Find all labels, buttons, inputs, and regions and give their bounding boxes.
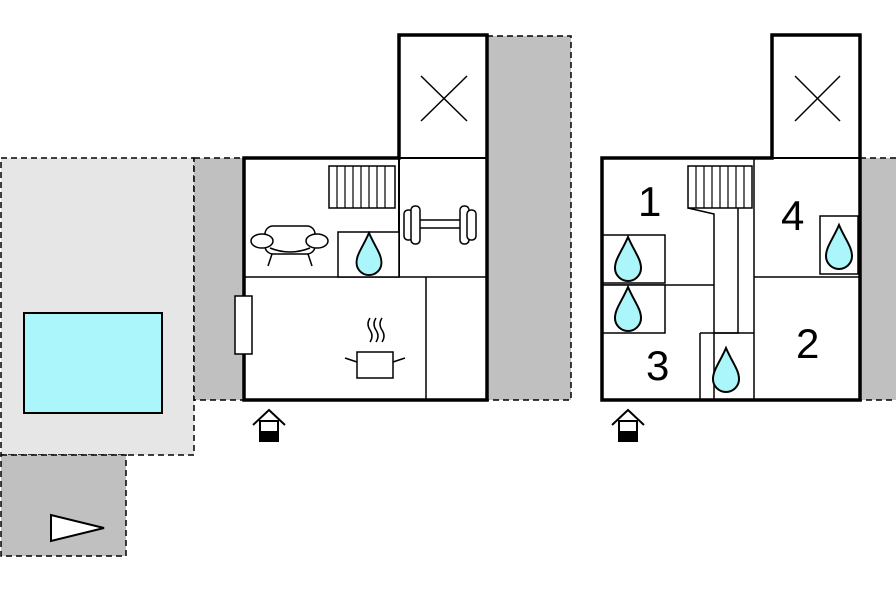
- room-number-3: 3: [646, 342, 669, 389]
- entrance-icon: [252, 409, 286, 442]
- cooking-pot-icon: [344, 317, 406, 379]
- room-number-4: 4: [781, 192, 804, 239]
- parking-area: [0, 454, 127, 557]
- stairs-icon: [687, 165, 753, 209]
- terrace-far-right: [859, 157, 896, 401]
- ground-floor-plan: [234, 33, 489, 442]
- terrace-left-strip: [193, 157, 245, 401]
- room-number-2: 2: [796, 320, 819, 367]
- stairs-icon: [328, 165, 396, 209]
- room-number-1: 1: [638, 178, 661, 225]
- pool-icon: [23, 312, 163, 414]
- dumbbell-icon: [403, 205, 477, 245]
- terrace-right-strip: [486, 35, 572, 401]
- upper-floor-plan: 1 2 3 4: [600, 33, 862, 442]
- window-icon: [234, 295, 253, 355]
- void-x-icon: [794, 75, 841, 122]
- parking-arrow-icon: [50, 513, 105, 543]
- outdoor-areas: [0, 35, 896, 557]
- sofa-icon: [250, 225, 329, 267]
- ground-floor-outline: [242, 33, 489, 402]
- void-x-icon: [420, 75, 468, 122]
- entrance-icon: [611, 409, 645, 442]
